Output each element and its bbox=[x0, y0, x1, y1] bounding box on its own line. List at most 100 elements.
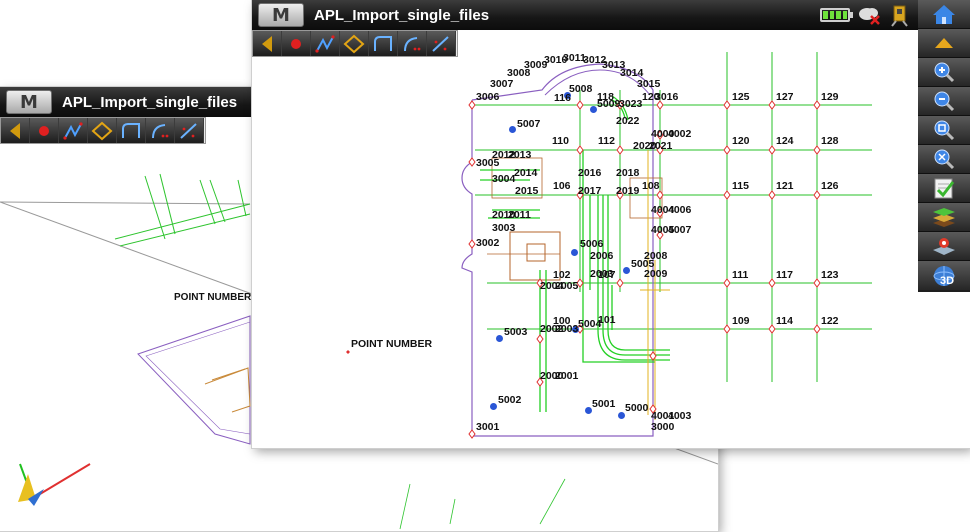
survey-point[interactable] bbox=[585, 407, 592, 414]
back-tool-rectangle[interactable] bbox=[117, 118, 146, 143]
layers-icon bbox=[933, 208, 955, 227]
point-label: 2009 bbox=[644, 268, 668, 280]
point-label: 120 bbox=[732, 135, 750, 147]
zoom-out-button[interactable] bbox=[918, 87, 970, 116]
survey-point[interactable] bbox=[496, 335, 503, 342]
point-label: 116 bbox=[554, 92, 571, 104]
front-tool-curve[interactable] bbox=[427, 31, 456, 56]
instrument-icon[interactable] bbox=[888, 3, 910, 27]
point-label: 129 bbox=[821, 91, 839, 103]
survey-point[interactable] bbox=[618, 412, 625, 419]
map-layer-button[interactable] bbox=[918, 232, 970, 261]
front-tool-arc[interactable] bbox=[398, 31, 427, 56]
survey-point[interactable] bbox=[490, 403, 497, 410]
point-label: 118 bbox=[597, 91, 614, 103]
point-label: 5009 bbox=[597, 98, 621, 110]
back-arrow-icon bbox=[262, 35, 272, 52]
point-label: 5000 bbox=[625, 402, 649, 414]
back-point-number-label: POINT NUMBER bbox=[174, 292, 252, 303]
front-tool-polyline[interactable] bbox=[311, 31, 340, 56]
point-label: 3012 bbox=[583, 54, 607, 66]
zoom-in-button[interactable] bbox=[918, 58, 970, 87]
point-label: 4001 bbox=[651, 410, 675, 422]
back-arrow-icon bbox=[10, 122, 20, 139]
point-label: 2004 bbox=[540, 280, 564, 292]
front-window-title: APL_Import_single_files bbox=[314, 6, 490, 24]
point-label: 4005 bbox=[651, 224, 675, 236]
back-tool-arc[interactable] bbox=[146, 118, 175, 143]
point-label: 5006 bbox=[580, 238, 604, 250]
zoom-all-button[interactable] bbox=[918, 145, 970, 174]
curve-icon bbox=[432, 35, 449, 52]
point-label: 2019 bbox=[616, 185, 640, 197]
point-label: 114 bbox=[776, 315, 793, 327]
point-label: 3006 bbox=[476, 91, 500, 103]
point-label: 117 bbox=[776, 269, 793, 281]
point-icon bbox=[291, 38, 301, 49]
point-label: 3010 bbox=[544, 54, 568, 66]
expand-up-button[interactable] bbox=[918, 29, 970, 58]
polygon-icon bbox=[343, 34, 365, 53]
front-menu-button[interactable]: M bbox=[258, 3, 304, 27]
point-label: 3014 bbox=[620, 67, 644, 79]
point-label: 100 bbox=[553, 315, 571, 327]
zoom-extents-button[interactable] bbox=[918, 116, 970, 145]
point-label: 3023 bbox=[619, 98, 643, 110]
layers-button[interactable] bbox=[918, 203, 970, 232]
point-label: 2002 bbox=[540, 323, 564, 335]
back-tool-polyline[interactable] bbox=[59, 118, 88, 143]
point-label: 128 bbox=[821, 135, 839, 147]
zoom-in-icon bbox=[934, 62, 955, 83]
point-label: 107 bbox=[598, 269, 616, 281]
checklist-button[interactable] bbox=[918, 174, 970, 203]
survey-point[interactable] bbox=[571, 249, 578, 256]
point-label: 121 bbox=[776, 180, 794, 192]
point-label: 4006 bbox=[668, 204, 692, 216]
point-label: 2001 bbox=[555, 370, 579, 382]
back-tool-polygon[interactable] bbox=[88, 118, 117, 143]
polyline-icon bbox=[315, 34, 335, 53]
survey-point[interactable] bbox=[509, 126, 516, 133]
point-label: 3011 bbox=[563, 52, 586, 64]
status-area bbox=[820, 3, 910, 27]
plan-canvas[interactable] bbox=[252, 30, 918, 448]
cloud-disconnected-icon[interactable] bbox=[856, 4, 882, 26]
point-label: 108 bbox=[642, 180, 660, 192]
back-menu-button[interactable]: M bbox=[6, 90, 52, 114]
point-label: 2017 bbox=[578, 185, 602, 197]
rectangle-icon bbox=[122, 122, 140, 138]
survey-point[interactable] bbox=[572, 326, 579, 333]
point-label: 2003 bbox=[555, 323, 579, 335]
point-label: 123 bbox=[821, 269, 839, 281]
survey-point[interactable] bbox=[623, 267, 630, 274]
front-tool-arrow[interactable] bbox=[253, 31, 282, 56]
front-tool-polygon[interactable] bbox=[340, 31, 369, 56]
point-label: 5003 bbox=[504, 326, 528, 338]
back-tool-point[interactable] bbox=[30, 118, 59, 143]
point-label: 2021 bbox=[649, 140, 673, 152]
point-label: 2003 bbox=[590, 268, 614, 280]
3d-view-button[interactable]: 3D bbox=[918, 261, 970, 290]
back-toolbar bbox=[0, 117, 206, 144]
back-tool-arrow[interactable] bbox=[1, 118, 30, 143]
front-title-bar: M APL_Import_single_files bbox=[252, 0, 970, 30]
point-label: 3005 bbox=[476, 157, 500, 169]
point-icon bbox=[39, 125, 49, 136]
point-label: 2012 bbox=[492, 149, 516, 161]
point-label: 4002 bbox=[668, 128, 692, 140]
survey-point[interactable] bbox=[564, 92, 571, 99]
point-label: 4004 bbox=[651, 204, 675, 216]
point-label: 3009 bbox=[524, 59, 548, 71]
point-label: 4007 bbox=[668, 224, 692, 236]
polygon-icon bbox=[91, 121, 113, 140]
point-label: 2020 bbox=[633, 140, 657, 152]
front-tool-point[interactable] bbox=[282, 31, 311, 56]
survey-point[interactable] bbox=[590, 106, 597, 113]
front-tool-rectangle[interactable] bbox=[369, 31, 398, 56]
point-label: 2016 bbox=[578, 167, 602, 179]
back-tool-curve[interactable] bbox=[175, 118, 204, 143]
point-label: 5004 bbox=[578, 318, 602, 330]
home-button[interactable] bbox=[918, 0, 970, 29]
3d-label: 3D bbox=[939, 274, 955, 287]
point-label: 2013 bbox=[508, 149, 532, 161]
